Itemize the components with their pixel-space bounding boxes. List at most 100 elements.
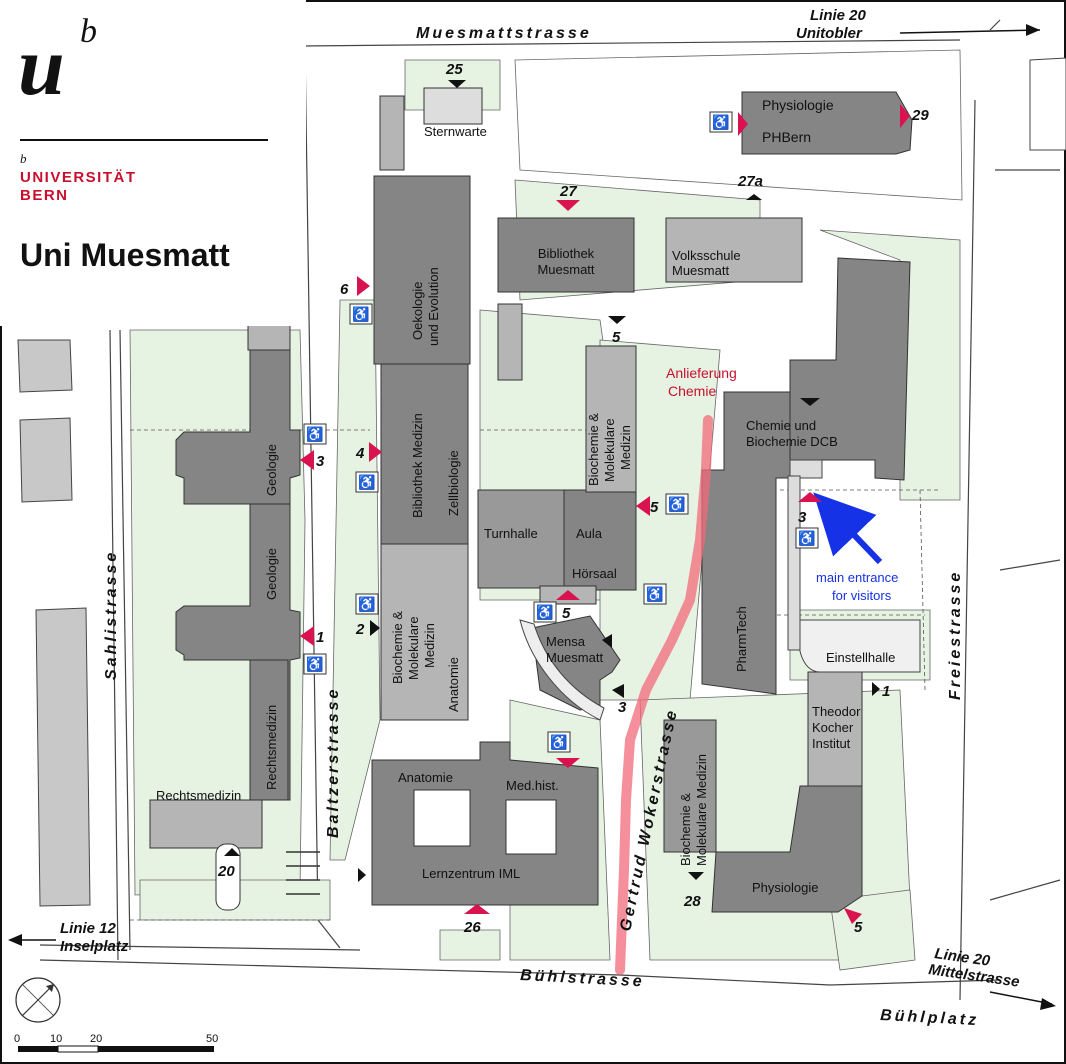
wheelchair-icon: ♿ [547,731,571,753]
label-volksschule: Volksschule [672,248,741,263]
road-edges [39,19,1061,1001]
entrance-1-geo: 1 [316,629,324,646]
label-oekologie: Oekologie [410,281,425,340]
entrance-6-marker [357,276,370,296]
label-zellbiologie: Zellbiologie [446,450,461,516]
entrance-markers-black [224,80,880,882]
svg-text:♿: ♿ [536,604,553,621]
street-buehlstrasse: Bühlstrasse [520,967,645,990]
neighbor-buildings [17,57,1066,907]
svg-text:♿: ♿ [358,596,375,613]
uni-superscript: b [20,151,27,166]
scale-0: 0 [14,1033,20,1045]
label-theodor: Theodor [812,704,861,719]
building-biochem-left [380,543,469,721]
svg-text:♿: ♿ [550,734,567,751]
label-biochem-right-2: Molekulare Medizin [694,754,709,866]
courtyard-right [505,799,557,855]
label-rechtsmedizin-h: Rechtsmedizin [156,788,241,803]
svg-text:♿: ♿ [306,426,323,443]
building-anatomie-lernzentrum [371,741,599,906]
label-institut: Institut [812,736,851,751]
buildings-light [149,87,803,855]
transit-arrow-bottom-head [1040,998,1056,1010]
label-anlieferung-chemie: Chemie [668,383,716,399]
entrance-2: 2 [355,621,365,638]
mensa-arc [519,619,605,721]
label-chemie: Chemie und [746,418,816,433]
entrance-27: 27 [559,183,577,200]
uni-name-line2: BERN [20,187,69,204]
label-physiologie-top: Physiologie [762,97,834,113]
label-bibliothek: Bibliothek [538,246,595,261]
entrance-3-pharm: 3 [798,509,807,526]
svg-text:♿: ♿ [352,306,369,323]
wheelchair-icon: ♿ [643,583,667,605]
building-mensa [531,615,621,711]
entrance-5-phys: 5 [854,919,863,936]
svg-text:♿: ♿ [668,496,685,513]
entrance-numbers: 25 29 27 27a 6 5 3 4 5 1 2 5 3 3 1 20 26… [217,61,929,936]
uni-logo-b: b [80,13,97,50]
label-phbern: PHBern [762,129,811,145]
wheelchair-icon: ♿ [355,471,379,493]
street-muesmattstrasse: Muesmattstrasse [416,25,592,42]
label-anatomie-v: Anatomie [446,657,461,712]
label-biochem-right-1: Biochemie & [678,793,693,866]
entrance-26-marker [464,904,490,914]
svg-text:♿: ♿ [646,586,663,603]
entrance-3-pharm-marker [798,492,822,502]
label-biochem-left-3: Medizin [422,623,437,668]
wheelchair-icon: ♿ [795,527,819,549]
svg-text:♿: ♿ [358,474,375,491]
entrance-physio-marker [738,112,748,136]
entrance-5-mensa-marker [556,590,580,600]
header-panel [0,0,306,326]
label-turnhalle: Turnhalle [484,526,538,541]
label-kocher: Kocher [812,720,854,735]
main-entrance-arrow [813,492,883,565]
scale-20: 20 [90,1033,102,1045]
entrance-1-kocher: 1 [882,683,890,700]
courtyard-left [413,789,471,847]
entrance-3-mensa: 3 [618,699,627,716]
street-baltzerstrasse: Baltzerstrasse [325,687,342,838]
building-biochem-mid [585,345,637,493]
building-geologie-upper [175,349,301,505]
label-biochem-left-1: Biochemie & [390,611,405,684]
building-physiologie-bottom [711,785,863,913]
entrance-29: 29 [911,107,929,124]
north-arrow-icon [15,977,61,1023]
transit-arrow-top-head [1026,24,1040,36]
label-muesmatt: Muesmatt [537,262,594,277]
building-small-annex [497,303,523,381]
label-biochem-mid-1: Biochemie & [586,413,601,486]
entrance-27a: 27a [737,173,763,190]
entrance-5-bio-marker [636,496,650,516]
street-freiestrasse: Freiestrasse [947,570,964,700]
scale-bar: 0 10 20 50 [14,1033,218,1053]
label-sternwarte: Sternwarte [424,124,487,139]
building-rechtsmedizin-h [149,799,263,849]
wheelchair-icon: ♿ [303,423,327,445]
uni-name-line1: UNIVERSITÄT [20,169,137,186]
entrance-20: 20 [217,863,235,880]
label-mensa-muesmatt: Muesmatt [546,650,603,665]
label-geologie-upper: Geologie [264,444,279,496]
einstellhalle-ramp [787,459,921,673]
label-einstellhalle: Einstellhalle [826,650,895,665]
entrance-markers [300,104,910,924]
svg-text:♿: ♿ [798,530,815,547]
label-biochem-left-2: Molekulare [406,616,421,680]
label-aula: Aula [576,526,603,541]
label-physiologie-bottom: Physiologie [752,880,819,895]
transit-linie20-top: Linie 20 [810,7,867,24]
entrance-5-bio: 5 [650,499,659,516]
ramp-20 [215,843,241,911]
wheelchair-icons: ♿ ♿ ♿ ♿ ♿ ♿ ♿ ♿ ♿ ♿ ♿ [303,111,819,753]
label-evolution: und Evolution [426,267,441,346]
svg-text:♿: ♿ [712,114,729,131]
building-physiologie-phbern [741,91,913,155]
entrance-26: 26 [463,919,481,936]
